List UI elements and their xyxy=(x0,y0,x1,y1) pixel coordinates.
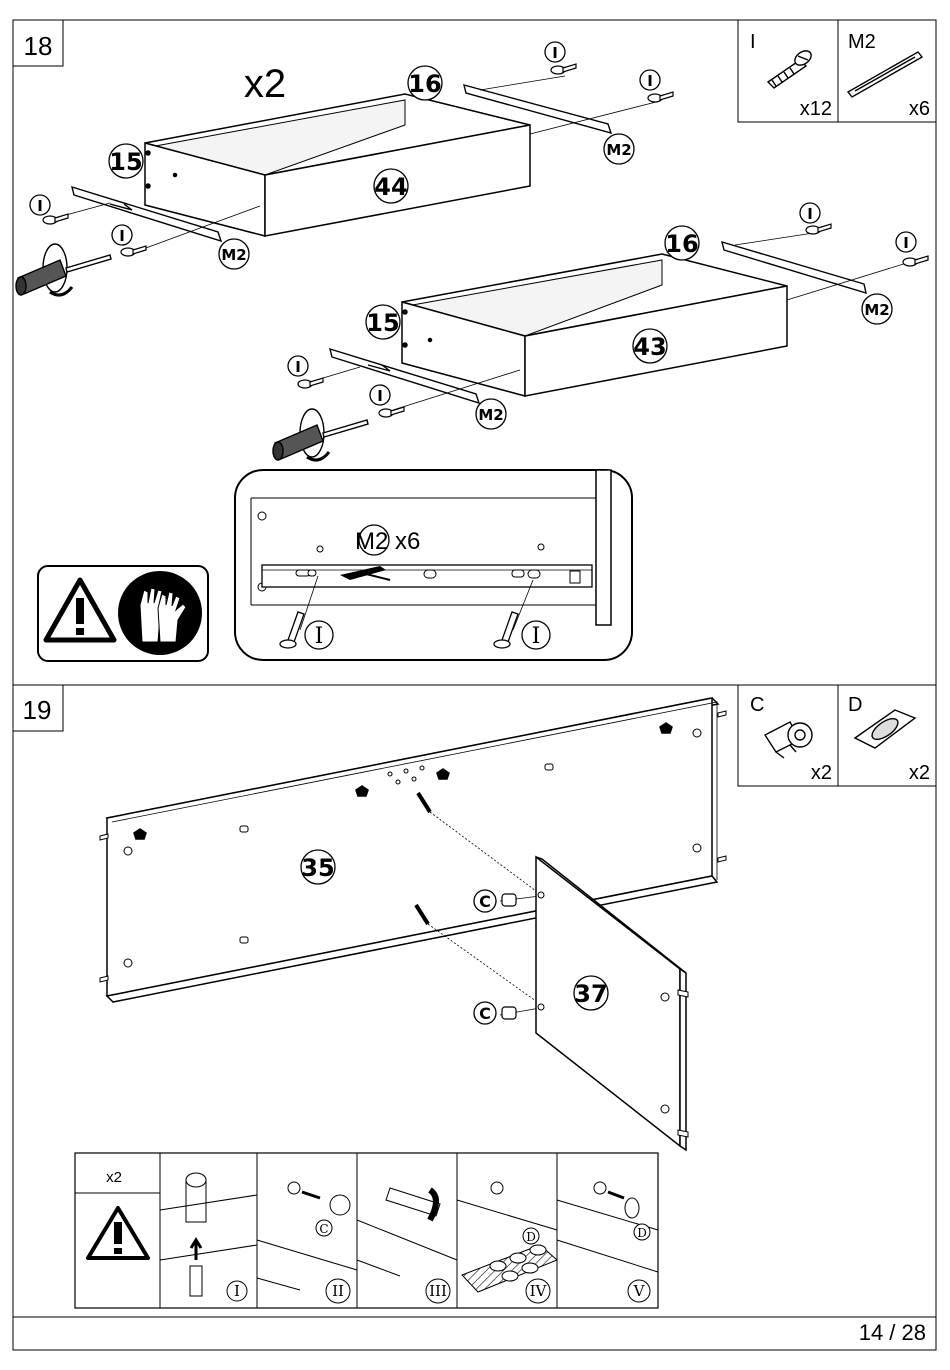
svg-text:C: C xyxy=(479,1004,491,1023)
callout-C: C xyxy=(474,890,496,912)
part-label-16: 16 xyxy=(665,226,699,260)
screwdriver-icon xyxy=(273,409,368,460)
instruction-qty: x2 xyxy=(106,1169,122,1186)
callout-I: I xyxy=(370,385,390,405)
legend-qty-M2: x6 xyxy=(909,98,930,120)
detail-screw-label: I xyxy=(532,624,541,649)
part-label-35: 35 xyxy=(301,850,335,884)
svg-text:44: 44 xyxy=(374,173,407,201)
instruction-part-C: C xyxy=(319,1222,328,1236)
drawer-quantity: x2 xyxy=(244,62,286,106)
svg-text:16: 16 xyxy=(665,230,698,258)
part-label-37: 37 xyxy=(574,976,608,1010)
legend-code-M2: M2 xyxy=(848,31,876,53)
svg-text:35: 35 xyxy=(301,854,334,882)
page-number: 14 / 28 xyxy=(859,1320,926,1345)
safety-warning-box xyxy=(38,566,208,661)
svg-text:I: I xyxy=(647,72,653,90)
svg-text:M2: M2 xyxy=(478,406,503,424)
instruction-part-D: D xyxy=(637,1226,647,1240)
legend-code-D: D xyxy=(848,694,862,716)
step-18-number: 18 xyxy=(24,31,53,61)
instruction-step-label: II xyxy=(332,1282,344,1300)
drawer-43 xyxy=(402,254,787,396)
legend-qty-C: x2 xyxy=(811,762,832,784)
svg-text:I: I xyxy=(377,387,383,405)
svg-text:M2: M2 xyxy=(606,141,631,159)
svg-text:43: 43 xyxy=(633,333,666,361)
instruction-step-label: I xyxy=(234,1282,240,1300)
rail-detail-box: M2 x6 I I xyxy=(235,470,632,660)
callout-M2: M2 xyxy=(862,294,892,324)
step-19-number-box: 19 xyxy=(13,685,63,731)
svg-text:M2: M2 xyxy=(221,246,246,264)
callout-I: I xyxy=(545,42,565,62)
svg-text:M2: M2 xyxy=(864,301,889,319)
part-label-44: 44 xyxy=(374,169,408,203)
callout-I: I xyxy=(30,195,50,215)
callout-I: I xyxy=(896,232,916,252)
svg-text:37: 37 xyxy=(574,980,607,1008)
part-label-16: 16 xyxy=(408,66,442,100)
instruction-step-label: V xyxy=(633,1282,646,1300)
svg-text:I: I xyxy=(807,205,813,223)
screwdriver-icon xyxy=(16,244,111,295)
drawer-44 xyxy=(145,94,530,236)
gloves-icon xyxy=(118,571,202,655)
callout-I: I xyxy=(288,356,308,376)
svg-text:16: 16 xyxy=(408,70,441,98)
svg-text:I: I xyxy=(295,358,301,376)
callout-M2: M2 xyxy=(604,134,634,164)
svg-text:15: 15 xyxy=(109,148,142,176)
svg-text:I: I xyxy=(37,197,43,215)
svg-text:I: I xyxy=(903,234,909,252)
step-18-number-box: 18 xyxy=(13,20,63,66)
part-label-15: 15 xyxy=(109,144,143,178)
hardware-legend-18: I x12 M2 x6 xyxy=(738,20,936,122)
hardware-legend-19: C x2 D x2 xyxy=(738,685,936,786)
instruction-step-label: IV xyxy=(530,1282,548,1300)
legend-code-I: I xyxy=(750,31,756,53)
svg-text:I: I xyxy=(119,227,125,245)
svg-text:15: 15 xyxy=(366,309,399,337)
instruction-step-label: III xyxy=(429,1282,447,1300)
callout-M2: M2 xyxy=(219,239,249,269)
part-label-15: 15 xyxy=(366,305,400,339)
legend-qty-I: x12 xyxy=(800,98,832,120)
cam-lock-instructions: x2 xyxy=(75,1153,658,1308)
callout-I: I xyxy=(112,225,132,245)
svg-text:I: I xyxy=(552,44,558,62)
legend-code-C: C xyxy=(750,694,764,716)
callout-C: C xyxy=(474,1002,496,1024)
instruction-part-D: D xyxy=(526,1230,536,1244)
svg-text:C: C xyxy=(479,892,491,911)
detail-screw-label: I xyxy=(315,624,324,649)
part-label-43: 43 xyxy=(633,329,667,363)
callout-I: I xyxy=(640,70,660,90)
callout-M2: M2 xyxy=(476,399,506,429)
step-19-number: 19 xyxy=(23,695,52,725)
legend-qty-D: x2 xyxy=(909,762,930,784)
callout-I: I xyxy=(800,203,820,223)
detail-title: M2 x6 xyxy=(355,528,420,555)
